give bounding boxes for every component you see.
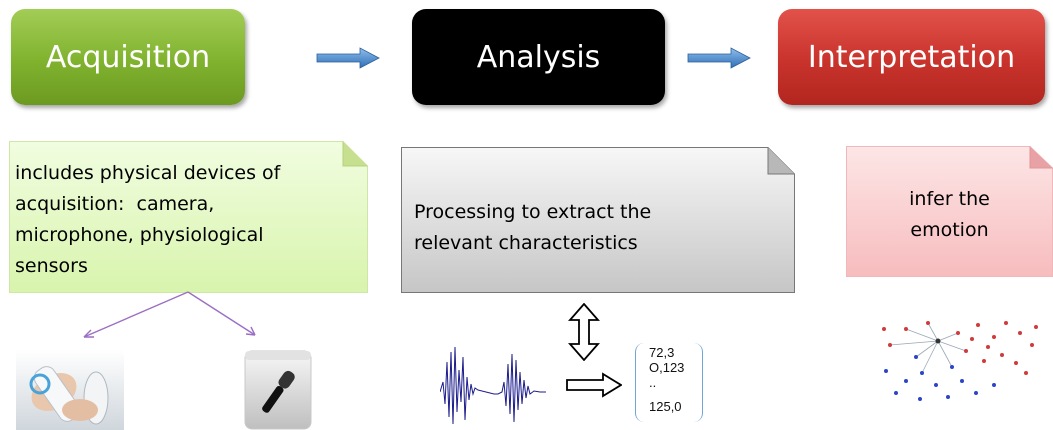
analysis-note-line: relevant characteristics [414, 232, 638, 254]
motion-controller-icon [16, 350, 124, 430]
analysis-label: Analysis [476, 39, 601, 75]
vector-value: O,123 [649, 360, 685, 375]
acquisition-stage: Acquisition [11, 9, 245, 105]
acquisition-note-line: microphone, physiological [15, 224, 264, 246]
up-down-arrow-icon [568, 303, 600, 361]
network-graph-icon [882, 321, 1038, 401]
vector-value: 125,0 [649, 399, 682, 414]
interpretation-note-line: infer the [909, 188, 990, 210]
acquisition-label: Acquisition [45, 39, 211, 75]
microphone-icon [244, 350, 312, 430]
acquisition-note-line: sensors [15, 255, 88, 277]
branch-arrows-icon [83, 291, 256, 338]
interpretation-label: Interpretation [807, 39, 1016, 75]
flow-arrow-icon [316, 47, 380, 69]
analysis-note: Processing to extract the relevant chara… [401, 147, 795, 293]
interpretation-stage: Interpretation [778, 9, 1045, 105]
feature-vector: 72,3 O,123 .. 125,0 [635, 343, 703, 422]
acquisition-note-line: includes physical devices of [15, 162, 281, 184]
analysis-stage: Analysis [412, 9, 665, 105]
interpretation-note: infer the emotion [846, 146, 1053, 277]
interpretation-note-line: emotion [910, 219, 989, 241]
flow-arrow-icon [687, 47, 751, 69]
analysis-note-line: Processing to extract the [414, 201, 652, 223]
vector-value: .. [649, 375, 657, 390]
acquisition-note: includes physical devices of acquisition… [9, 141, 368, 293]
waveform-icon [440, 346, 546, 425]
vector-value: 72,3 [649, 345, 675, 360]
acquisition-note-line: acquisition: camera, [15, 193, 215, 215]
right-arrow-icon [566, 372, 622, 398]
